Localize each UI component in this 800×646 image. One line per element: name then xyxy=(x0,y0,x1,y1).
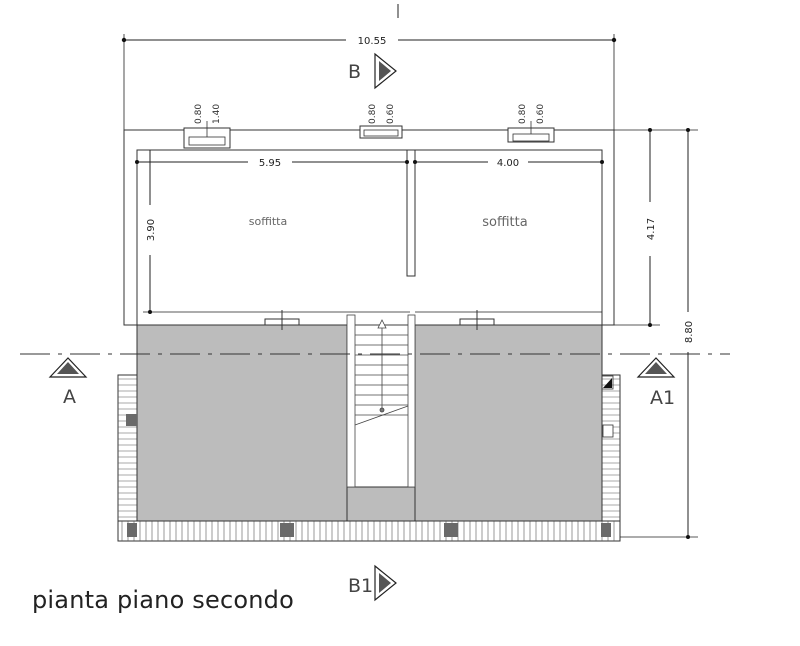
section-marker-b: B xyxy=(348,52,397,90)
section-marker-b1: B1 xyxy=(348,564,397,602)
room-depth-label: 3.90 xyxy=(146,219,157,241)
roof-slab-right xyxy=(414,324,603,522)
section-a-label: A xyxy=(63,386,76,408)
upper-outline xyxy=(123,129,615,326)
window-3: 0.80 0.60 xyxy=(507,104,555,143)
section-b1-label: B1 xyxy=(348,575,373,597)
section-a1-label: A1 xyxy=(650,387,675,409)
window-1-width: 0.80 xyxy=(194,104,204,124)
room-label-right: soffitta xyxy=(482,215,527,230)
lower-level xyxy=(117,310,621,542)
section-marker-a: A xyxy=(48,357,88,408)
window-2: 0.80 0.60 xyxy=(359,104,403,139)
overall-width-label: 10.55 xyxy=(358,36,387,47)
overall-depth-label: 8.80 xyxy=(684,321,695,343)
overall-depth-dimension: 8.80 xyxy=(620,128,698,539)
room-depth-dimension: 3.90 xyxy=(143,150,602,314)
window-2-width: 0.80 xyxy=(368,104,378,124)
window-3-height: 0.60 xyxy=(536,104,546,124)
upper-depth-dimension: 4.17 xyxy=(614,128,660,327)
staircase xyxy=(346,314,416,488)
eave-hatching xyxy=(118,378,620,541)
left-room-width-label: 5.95 xyxy=(259,158,281,169)
roof-slab-left xyxy=(136,324,348,522)
right-room-width-label: 4.00 xyxy=(497,158,519,169)
overall-width-dimension: 10.55 xyxy=(121,34,617,130)
section-b-label: B xyxy=(348,61,361,83)
room-width-dimensions: 5.95 4.00 xyxy=(135,158,604,169)
stair-landing xyxy=(346,486,416,522)
drawing-title: pianta piano secondo xyxy=(32,586,294,614)
room-label-left: soffitta xyxy=(249,215,287,228)
window-3-width: 0.80 xyxy=(518,104,528,124)
window-1-height: 1.40 xyxy=(212,104,222,124)
window-1: 0.80 1.40 xyxy=(183,104,231,149)
section-marker-a1: A1 xyxy=(636,357,676,409)
windows: 0.80 1.40 0.80 0.60 0.80 0.60 xyxy=(183,104,555,149)
window-2-height: 0.60 xyxy=(386,104,396,124)
upper-depth-label: 4.17 xyxy=(646,218,657,240)
